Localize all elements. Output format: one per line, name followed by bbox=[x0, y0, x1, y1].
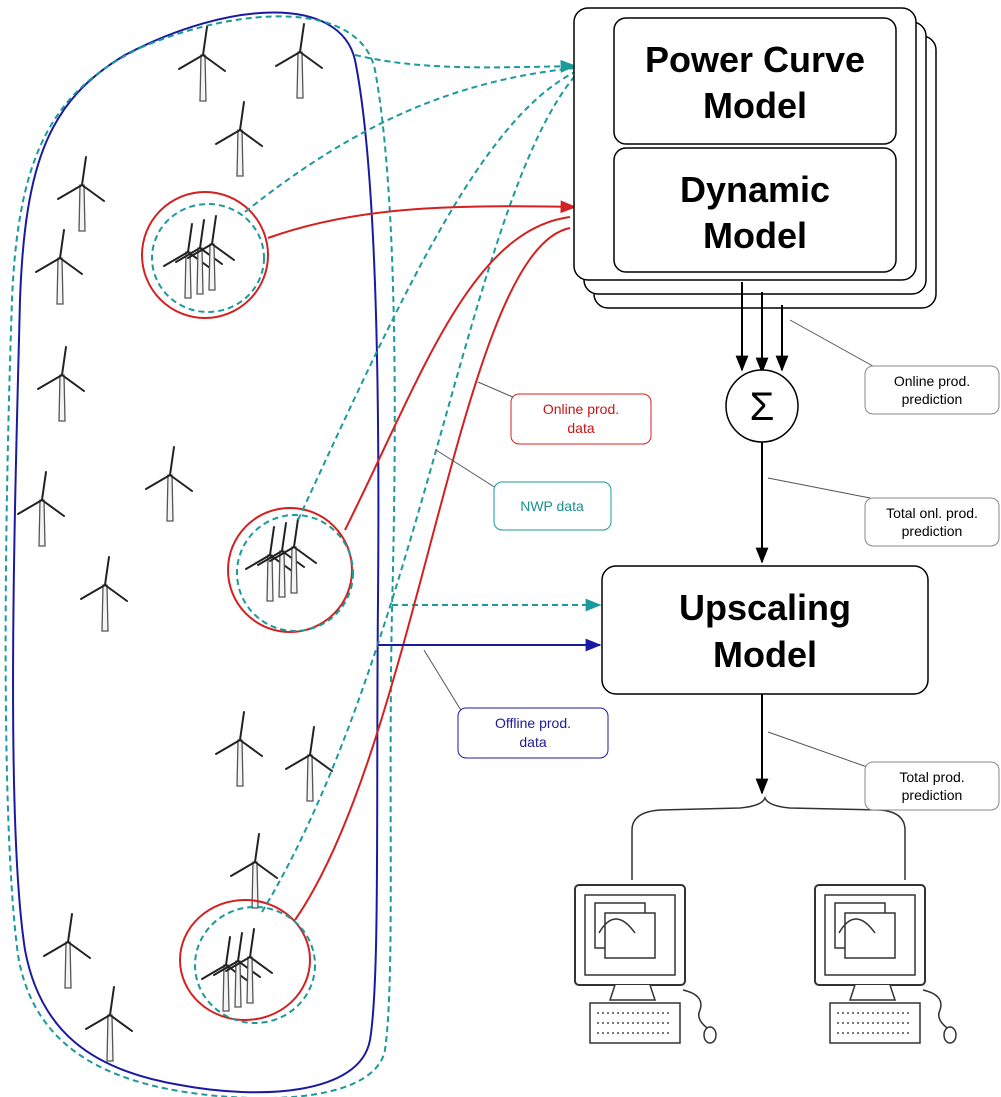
svg-text:NWP data: NWP data bbox=[520, 498, 584, 514]
svg-text:data: data bbox=[567, 420, 594, 436]
svg-text:Online prod.: Online prod. bbox=[543, 401, 619, 417]
svg-text:Total prod.: Total prod. bbox=[899, 769, 964, 785]
svg-text:prediction: prediction bbox=[902, 523, 963, 539]
svg-text:Total onl. prod.: Total onl. prod. bbox=[886, 505, 978, 521]
computer-monitor-icon bbox=[814, 884, 957, 1044]
nwp-region-outline bbox=[4, 15, 396, 1097]
online-farm-1 bbox=[141, 191, 269, 319]
wind-turbine-icon bbox=[17, 23, 333, 1062]
svg-text:prediction: prediction bbox=[902, 787, 963, 803]
dynamic-model-box: Dynamic Model bbox=[613, 147, 897, 273]
upscaling-model-box: Upscaling Model bbox=[601, 565, 929, 695]
callout-nwp-data: NWP data bbox=[493, 481, 612, 531]
svg-text:Online prod.: Online prod. bbox=[894, 373, 970, 389]
power-curve-title-line1: Power Curve bbox=[645, 39, 865, 80]
sum-icon: Σ bbox=[725, 369, 799, 443]
svg-text:data: data bbox=[519, 734, 546, 750]
svg-text:prediction: prediction bbox=[902, 391, 963, 407]
wind-region-outline bbox=[12, 11, 380, 1094]
power-curve-model-box: Power Curve Model bbox=[613, 17, 897, 145]
callout-online-prod-data: Online prod. data bbox=[510, 393, 652, 445]
callout-offline-prod-data: Offline prod. data bbox=[457, 707, 609, 759]
power-curve-title-line2: Model bbox=[703, 85, 807, 126]
upscaling-title-line1: Upscaling bbox=[679, 587, 851, 628]
computer-monitor-icon bbox=[574, 884, 717, 1044]
callout-total-prod-prediction: Total prod. prediction bbox=[864, 761, 1000, 811]
svg-text:Σ: Σ bbox=[750, 385, 775, 429]
online-farm-3 bbox=[179, 899, 316, 1024]
dynamic-title-line1: Dynamic bbox=[680, 169, 830, 210]
dynamic-title-line2: Model bbox=[703, 215, 807, 256]
nwp-lines bbox=[244, 54, 602, 913]
upscaling-title-line2: Model bbox=[713, 634, 817, 675]
callout-online-prod-prediction: Online prod. prediction bbox=[864, 365, 1000, 415]
svg-text:Offline prod.: Offline prod. bbox=[495, 715, 571, 731]
online-farm-2 bbox=[227, 507, 354, 633]
distribution-brace bbox=[631, 795, 906, 880]
online-prediction-arrows bbox=[735, 282, 789, 374]
callout-total-onl-prod-prediction: Total onl. prod. prediction bbox=[864, 497, 1000, 547]
